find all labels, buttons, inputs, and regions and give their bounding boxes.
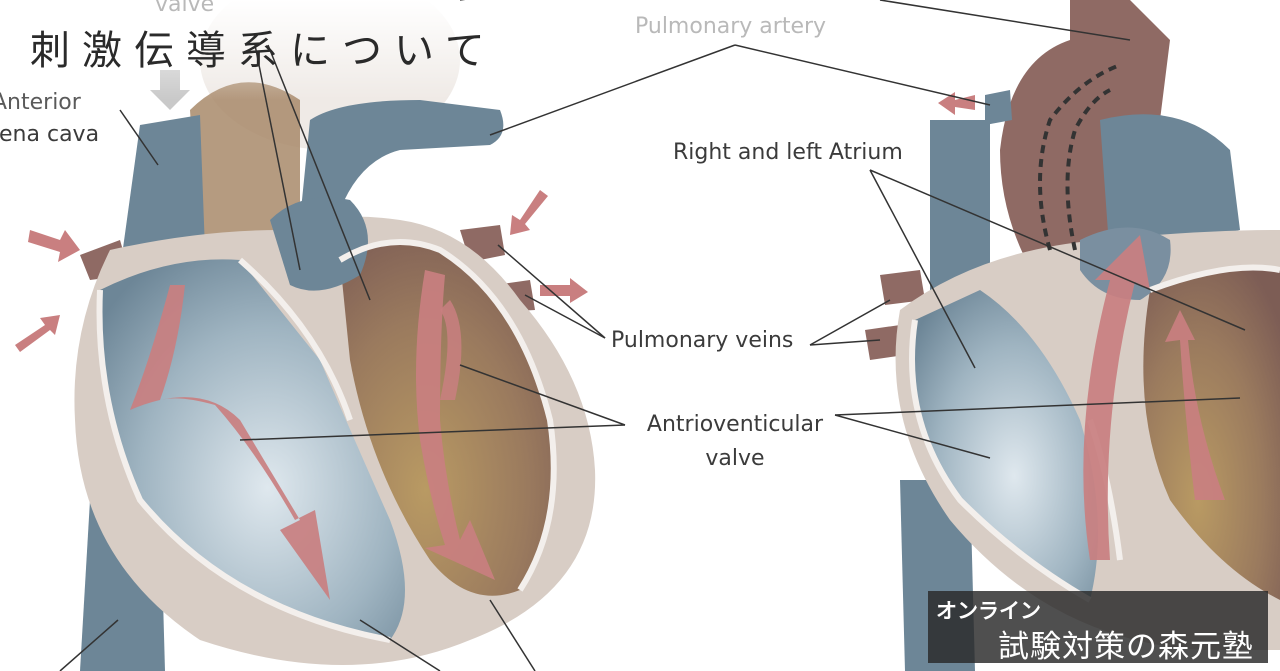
pulmonary-artery-label: Pulmonary artery <box>635 14 827 39</box>
valve-top-label: valve <box>155 0 215 17</box>
anterior-label: Anterior <box>0 90 81 115</box>
leader-lines <box>59 0 1246 671</box>
badge-online-text: オンライン <box>936 599 1041 623</box>
right-heart <box>865 0 1280 671</box>
left-ventricle <box>340 242 554 596</box>
flow-arrow-left <box>416 270 495 580</box>
av-valve-label-line2: valve <box>705 446 765 471</box>
vena-cava-label: vena cava <box>0 122 100 147</box>
pulmonary-veins-label: Pulmonary veins <box>611 328 794 353</box>
flow-arrow-right <box>130 285 330 600</box>
badge-brand-name: 試験対策の森元塾 <box>998 629 1254 665</box>
left-heart <box>0 0 596 671</box>
av-valve-label-line1: Antrioventicular <box>646 412 824 437</box>
superior-vena-cava <box>120 115 205 270</box>
atrium-label: Right and left Atrium <box>673 140 903 165</box>
brand-badge: オンライン 試験対策の森元塾 <box>928 591 1268 665</box>
page-title: 刺激伝導系について <box>30 28 497 74</box>
